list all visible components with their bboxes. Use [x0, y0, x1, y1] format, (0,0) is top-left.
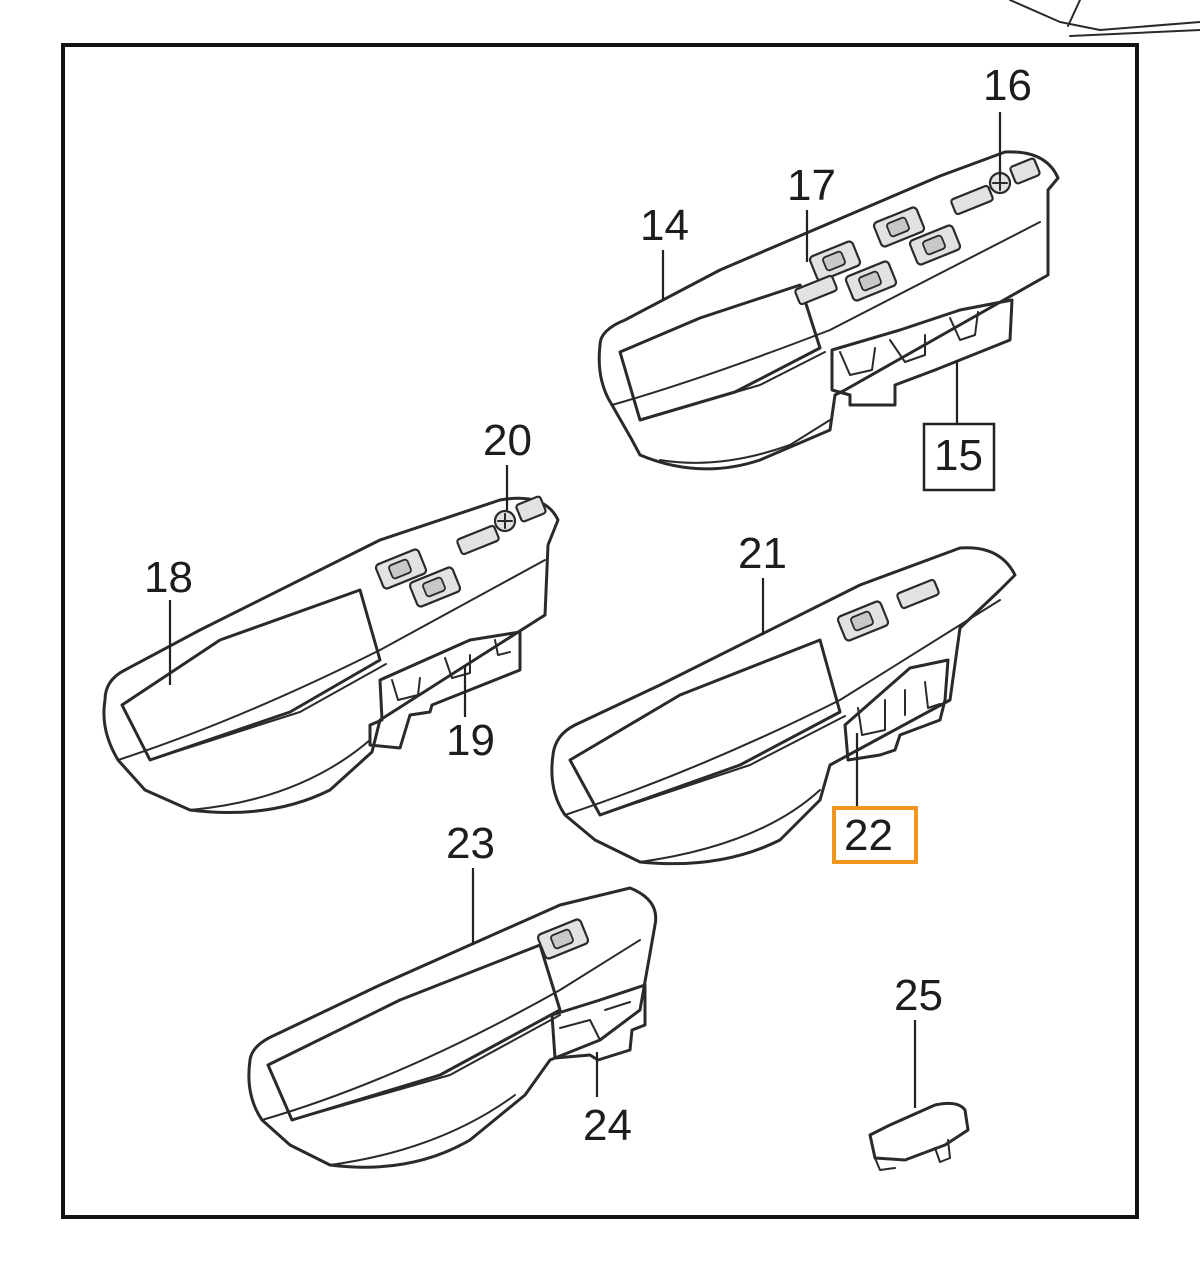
callout-highlight-22: [832, 806, 918, 864]
callout-14: 14: [640, 201, 689, 250]
callout-23: 23: [446, 819, 495, 868]
callout-box-15: [922, 422, 996, 492]
leader-lines: [168, 112, 1002, 1108]
callout-17: 17: [787, 161, 836, 210]
diagram-frame: [61, 43, 1139, 1219]
callout-24: 24: [583, 1101, 632, 1150]
neighbour-panel-fragment: [1009, 0, 1200, 37]
switch-panel-21: [550, 546, 1017, 866]
cap-part-25: [868, 1101, 970, 1171]
callout-18: 18: [144, 553, 193, 602]
switch-panel-23: [247, 886, 658, 1169]
callout-21: 21: [738, 529, 787, 578]
callout-16: 16: [983, 61, 1032, 110]
switch-panel-14: [597, 150, 1060, 471]
callout-19: 19: [446, 716, 495, 765]
callout-20: 20: [483, 416, 532, 465]
switch-panel-18: [102, 495, 560, 814]
callout-25: 25: [894, 971, 943, 1020]
callout-15: 15: [934, 431, 983, 480]
callout-22: 22: [844, 811, 893, 860]
